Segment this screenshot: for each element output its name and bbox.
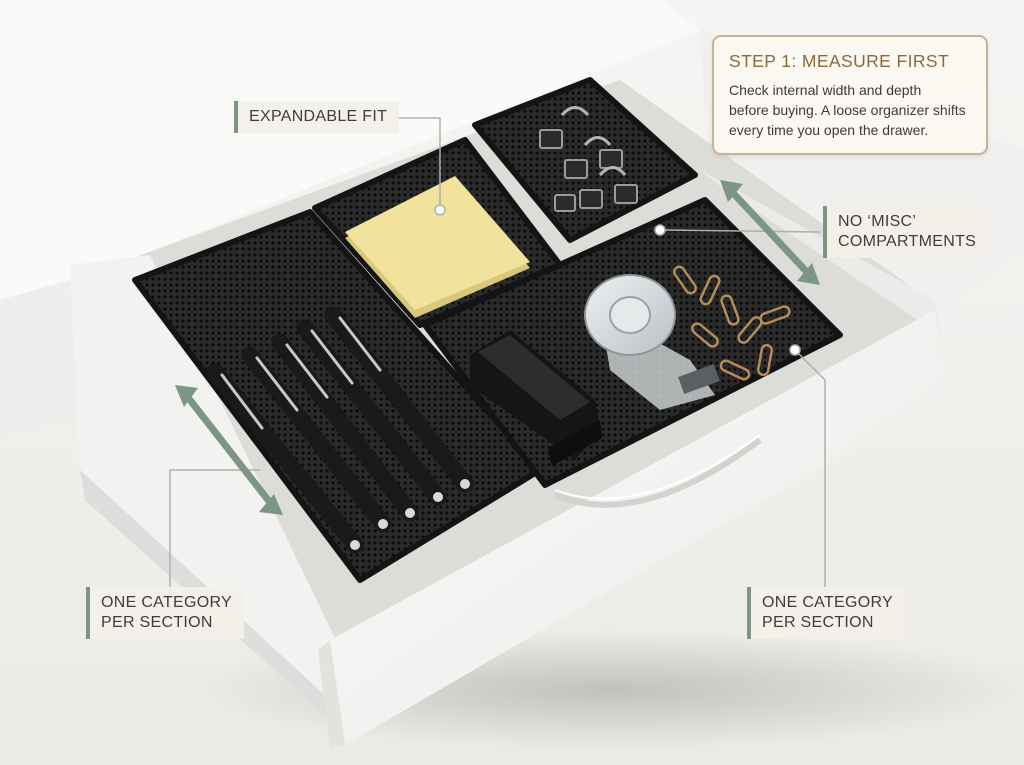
tip-line: every time you open the drawer.: [729, 122, 929, 138]
callout-text: ONE CATEGORY: [101, 594, 233, 611]
callout-leaders: [169, 117, 826, 590]
callout-text: COMPARTMENTS: [838, 233, 977, 250]
callout-text: PER SECTION: [101, 614, 213, 631]
callout-text: EXPANDABLE FIT: [249, 108, 388, 125]
tip-body: Check internal width and depth before bu…: [729, 80, 972, 140]
callout-no-misc: NO ‘MISC’ COMPARTMENTS: [823, 206, 989, 258]
tip-title: STEP 1: MEASURE FIRST: [729, 51, 950, 71]
callout-text: NO ‘MISC’: [838, 213, 917, 230]
tip-line: Check internal width and depth: [729, 82, 922, 98]
callout-text: PER SECTION: [762, 614, 874, 631]
paper-clips: [673, 265, 791, 381]
callout-category-right: ONE CATEGORY PER SECTION: [747, 587, 906, 639]
tip-card: STEP 1: MEASURE FIRST Check internal wid…: [712, 35, 988, 155]
arrow-icon: [175, 180, 820, 515]
sticky-notes: [345, 176, 530, 318]
callout-category-left: ONE CATEGORY PER SECTION: [86, 587, 245, 639]
callout-text: ONE CATEGORY: [762, 594, 894, 611]
stapler: [470, 330, 602, 466]
pens: [206, 306, 474, 554]
tape-dispenser: [584, 274, 720, 410]
callout-expandable-fit: EXPANDABLE FIT: [234, 101, 400, 133]
tip-line: before buying. A loose organizer shifts: [729, 102, 966, 118]
binder-clips: [539, 106, 638, 212]
